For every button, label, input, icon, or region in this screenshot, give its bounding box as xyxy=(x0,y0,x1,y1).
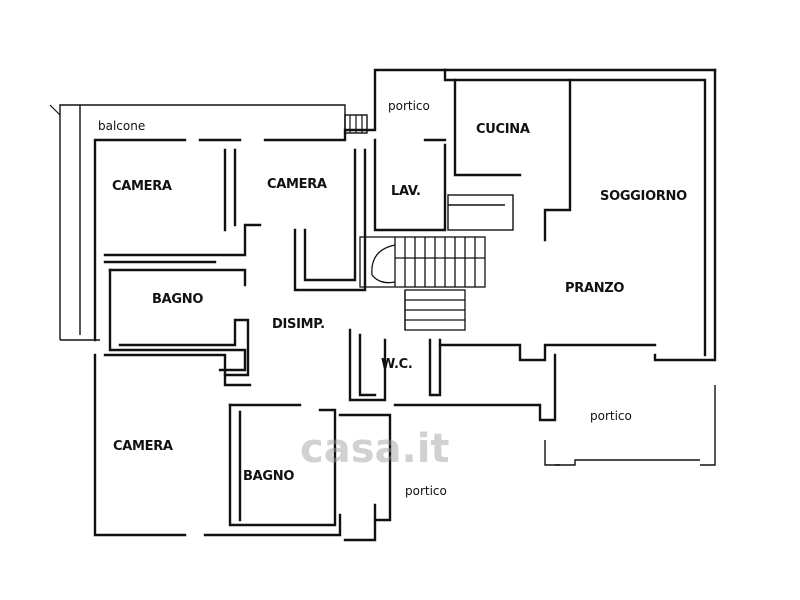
room-label-bagno-upper: BAGNO xyxy=(152,292,203,307)
room-label-cucina: CUCINA xyxy=(476,122,530,137)
lower-staircase xyxy=(404,289,466,331)
room-label-lav: LAV. xyxy=(391,184,421,199)
annotation-portico-bottom: portico xyxy=(405,484,447,498)
portico-top-hatch xyxy=(344,114,368,134)
annotation-balcone: balcone xyxy=(98,119,145,133)
room-label-camera-top-mid: CAMERA xyxy=(267,177,327,192)
main-staircase xyxy=(359,236,486,288)
room-label-soggiorno: SOGGIORNO xyxy=(600,189,687,204)
watermark: casa.it xyxy=(300,426,450,472)
room-label-camera-bottom-left: CAMERA xyxy=(113,439,173,454)
exterior-walls xyxy=(93,68,717,542)
room-label-wc: W.C. xyxy=(381,357,413,372)
interior-walls xyxy=(103,78,657,527)
room-label-camera-top-left: CAMERA xyxy=(112,179,172,194)
annotation-portico-right: portico xyxy=(590,409,632,423)
room-label-pranzo: PRANZO xyxy=(565,281,624,296)
room-label-bagno-lower: BAGNO xyxy=(243,469,294,484)
annotation-portico-top: portico xyxy=(388,99,430,113)
room-label-disimpegno: DISIMP. xyxy=(272,317,325,332)
